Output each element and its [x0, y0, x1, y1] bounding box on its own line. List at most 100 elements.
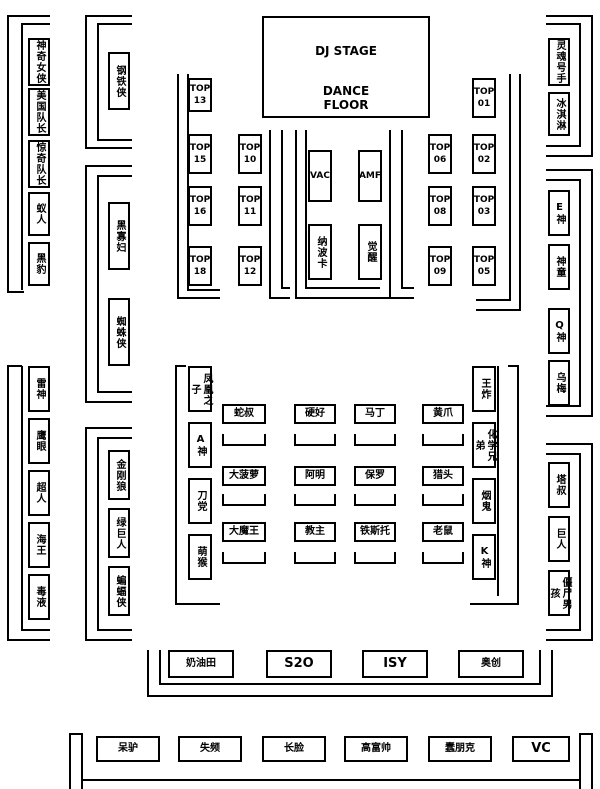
table-row3-3[interactable]: 铁斯托 [354, 522, 396, 542]
top-booth-02[interactable]: TOP 02 [472, 134, 496, 174]
booth-left-outer-bottom-2[interactable]: 鹰眼 [28, 418, 50, 464]
seat-row3-1 [222, 552, 266, 564]
wall-left-outer-bottom [7, 365, 50, 641]
table-row2-1[interactable]: 大菠萝 [222, 466, 266, 486]
wall-bottom-row2 [69, 733, 83, 789]
top-booth-06[interactable]: TOP 06 [428, 134, 452, 174]
table-row2-3[interactable]: 保罗 [354, 466, 396, 486]
wall-left-inner-mid-in [97, 175, 132, 393]
booth-mid-left-4[interactable]: 萌猴 [188, 534, 212, 580]
booth-left-inner-bottom-2[interactable]: 绿巨人 [108, 508, 130, 558]
seat-row2-2 [294, 494, 336, 506]
top-booth-05[interactable]: TOP 05 [472, 246, 496, 286]
booth-left-outer-top-3[interactable]: 惊奇队长 [28, 140, 50, 188]
wall-bottom-row2-r [579, 733, 593, 789]
wall-top-right-zone [476, 74, 521, 311]
booth-right-outer-mid-3[interactable]: Q神 [548, 308, 570, 354]
seat-row1-2 [294, 434, 336, 446]
booth-right-outer-mid-2[interactable]: 神童 [548, 244, 570, 290]
wall-left-inner-top-in [97, 23, 132, 141]
booth-left-outer-top-1[interactable]: 神奇女侠 [28, 38, 50, 86]
booth-bottom2-5[interactable]: 蠢朋克 [428, 736, 492, 762]
wall-mid-right [470, 365, 519, 605]
table-row1-3[interactable]: 马丁 [354, 404, 396, 424]
seat-row2-1 [222, 494, 266, 506]
top-booth-18[interactable]: TOP 18 [188, 246, 212, 286]
booth-center-amf[interactable]: AMF [358, 150, 382, 202]
table-row1-2[interactable]: 硬好 [294, 404, 336, 424]
booth-right-outer-mid-4[interactable]: 乌梅 [548, 360, 570, 406]
wall-right-outer-bottom-in [546, 453, 581, 631]
table-row1-4[interactable]: 黄爪 [422, 404, 464, 424]
table-row2-4[interactable]: 猎头 [422, 466, 464, 486]
wall-right-outer-bottom [546, 443, 593, 641]
booth-mid-left-2[interactable]: A神 [188, 422, 212, 468]
booth-right-outer-top-1[interactable]: 灵魂号手 [548, 38, 570, 86]
top-booth-03[interactable]: TOP 03 [472, 186, 496, 226]
booth-center-juexing[interactable]: 觉醒 [358, 224, 382, 280]
booth-bottom2-3[interactable]: 长脸 [262, 736, 326, 762]
booth-center-napoka[interactable]: 纳波卡 [308, 224, 332, 280]
booth-mid-right-4[interactable]: K神 [472, 534, 496, 580]
top-booth-15[interactable]: TOP 15 [188, 134, 212, 174]
booth-left-inner-bottom-3[interactable]: 蝙蝠侠 [108, 566, 130, 616]
table-row3-4[interactable]: 老鼠 [422, 522, 464, 542]
booth-left-outer-top-4[interactable]: 蚁人 [28, 192, 50, 236]
top-booth-16[interactable]: TOP 16 [188, 186, 212, 226]
booth-left-inner-bottom-1[interactable]: 金刚狼 [108, 450, 130, 500]
booth-center-vac[interactable]: VAC [308, 150, 332, 202]
table-row1-1[interactable]: 蛇叔 [222, 404, 266, 424]
booth-mid-right-2[interactable]: 化学兄弟 [472, 422, 496, 468]
top-booth-11[interactable]: TOP 11 [238, 186, 262, 226]
top-booth-13[interactable]: TOP 13 [188, 78, 212, 112]
booth-right-outer-mid-1[interactable]: E神 [548, 190, 570, 236]
booth-left-outer-bottom-5[interactable]: 毒液 [28, 574, 50, 620]
booth-mid-left-1[interactable]: 凤凰之子 [188, 366, 212, 412]
top-booth-12[interactable]: TOP 12 [238, 246, 262, 286]
booth-bottom2-4[interactable]: 高富帅 [344, 736, 408, 762]
booth-right-outer-bottom-1[interactable]: 塔叔 [548, 462, 570, 508]
top-booth-09[interactable]: TOP 09 [428, 246, 452, 286]
booth-left-inner-mid-1[interactable]: 黑寡妇 [108, 202, 130, 270]
wall-center-frame [295, 130, 390, 299]
booth-bottom2-1[interactable]: 呆驴 [96, 736, 160, 762]
booth-left-outer-top-5[interactable]: 黑豹 [28, 242, 50, 286]
booth-bottom1-3[interactable]: ISY [362, 650, 428, 678]
booth-left-outer-top-2[interactable]: 美国队长 [28, 88, 50, 136]
booth-mid-left-3[interactable]: 刀党 [188, 478, 212, 524]
wall-mid-left [175, 365, 220, 605]
seat-row3-3 [354, 552, 396, 564]
wall-right-outer-mid-in [546, 179, 581, 407]
booth-right-outer-bottom-2[interactable]: 巨人 [548, 516, 570, 562]
booth-bottom1-2[interactable]: S2O [266, 650, 332, 678]
booth-left-outer-bottom-3[interactable]: 超人 [28, 470, 50, 516]
seat-row2-4 [422, 494, 464, 506]
booth-mid-right-3[interactable]: 烟鬼 [472, 478, 496, 524]
wall-top-right-zone-b-in [401, 130, 414, 289]
booth-right-outer-bottom-3[interactable]: 僵尸男孩 [548, 570, 571, 616]
booth-bottom1-1[interactable]: 奶油田 [168, 650, 234, 678]
wall-left-outer-bottom-in [21, 366, 50, 631]
booth-bottom2-2[interactable]: 失频 [178, 736, 242, 762]
booth-bottom2-6[interactable]: VC [512, 736, 570, 762]
wall-left-outer-top [7, 15, 50, 293]
top-booth-10[interactable]: TOP 10 [238, 134, 262, 174]
booth-right-outer-top-2[interactable]: 冰淇淋 [548, 92, 570, 136]
booth-left-inner-mid-2[interactable]: 蜘蛛侠 [108, 298, 130, 366]
booth-mid-right-1[interactable]: 王炸 [472, 366, 496, 412]
table-row2-2[interactable]: 阿明 [294, 466, 336, 486]
wall-bottom-row1-in [159, 650, 541, 685]
dance-floor-label: DANCE FLOOR [322, 84, 370, 112]
top-booth-08[interactable]: TOP 08 [428, 186, 452, 226]
wall-right-outer-top [546, 15, 593, 157]
table-row3-1[interactable]: 大魔王 [222, 522, 266, 542]
booth-left-inner-top-1[interactable]: 钢铁侠 [108, 52, 130, 110]
booth-left-outer-bottom-1[interactable]: 雷神 [28, 366, 50, 412]
dj-stage: DJ STAGE DANCE FLOOR [262, 16, 430, 118]
booth-left-outer-bottom-4[interactable]: 海王 [28, 522, 50, 568]
table-row3-2[interactable]: 教主 [294, 522, 336, 542]
top-booth-01[interactable]: TOP 01 [472, 78, 496, 118]
booth-bottom1-4[interactable]: 奥创 [458, 650, 524, 678]
seat-row1-1 [222, 434, 266, 446]
